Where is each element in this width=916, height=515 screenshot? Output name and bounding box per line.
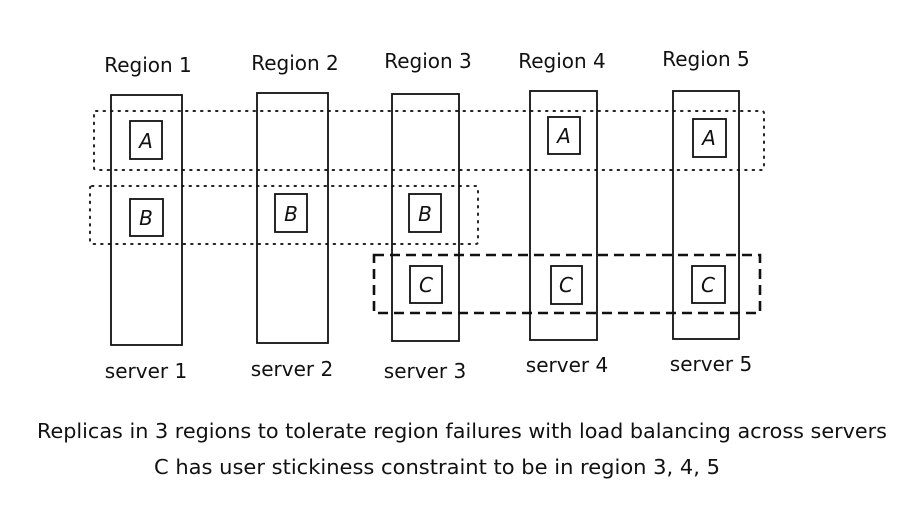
replica-letter: C: [419, 273, 433, 297]
replica-letter: A: [700, 126, 716, 150]
replica-a-server-4: A: [547, 116, 581, 155]
server-column-5: [672, 90, 740, 340]
replica-a-server-1: A: [129, 120, 163, 160]
replica-letter: C: [701, 273, 715, 297]
server-column-1: [110, 94, 183, 346]
server-label-4: server 4: [526, 353, 608, 377]
replica-c-server-5: C: [691, 265, 726, 304]
region-label-3: Region 3: [384, 49, 472, 73]
region-label-4: Region 4: [518, 49, 606, 73]
replica-a-server-5: A: [692, 118, 727, 158]
server-column-3: [391, 93, 460, 342]
replica-letter: A: [137, 129, 153, 153]
replica-c-server-3: C: [409, 265, 443, 304]
server-label-3: server 3: [384, 359, 466, 383]
caption-line-2: C has user stickiness constraint to be i…: [154, 455, 720, 479]
replica-c-server-4: C: [550, 265, 583, 305]
server-column-4: [529, 90, 598, 341]
server-label-5: server 5: [670, 352, 752, 376]
replica-letter: C: [559, 273, 573, 297]
replica-group-a-box: [93, 110, 765, 171]
region-label-2: Region 2: [251, 51, 339, 75]
replica-letter: B: [418, 202, 432, 226]
region-label-1: Region 1: [104, 53, 192, 77]
replica-letter: B: [284, 202, 298, 226]
server-label-2: server 2: [251, 357, 333, 381]
replica-b-server-3: B: [408, 193, 442, 233]
replica-group-c-box: [372, 253, 762, 315]
server-label-1: server 1: [105, 359, 187, 383]
region-label-5: Region 5: [662, 47, 750, 71]
server-column-2: [256, 92, 329, 344]
replica-letter: B: [139, 206, 153, 230]
caption-line-1: Replicas in 3 regions to tolerate region…: [37, 419, 887, 443]
replica-group-b-box: [89, 185, 479, 245]
replica-b-server-2: B: [274, 193, 308, 233]
replica-b-server-1: B: [129, 198, 164, 237]
replica-letter: A: [555, 124, 571, 148]
